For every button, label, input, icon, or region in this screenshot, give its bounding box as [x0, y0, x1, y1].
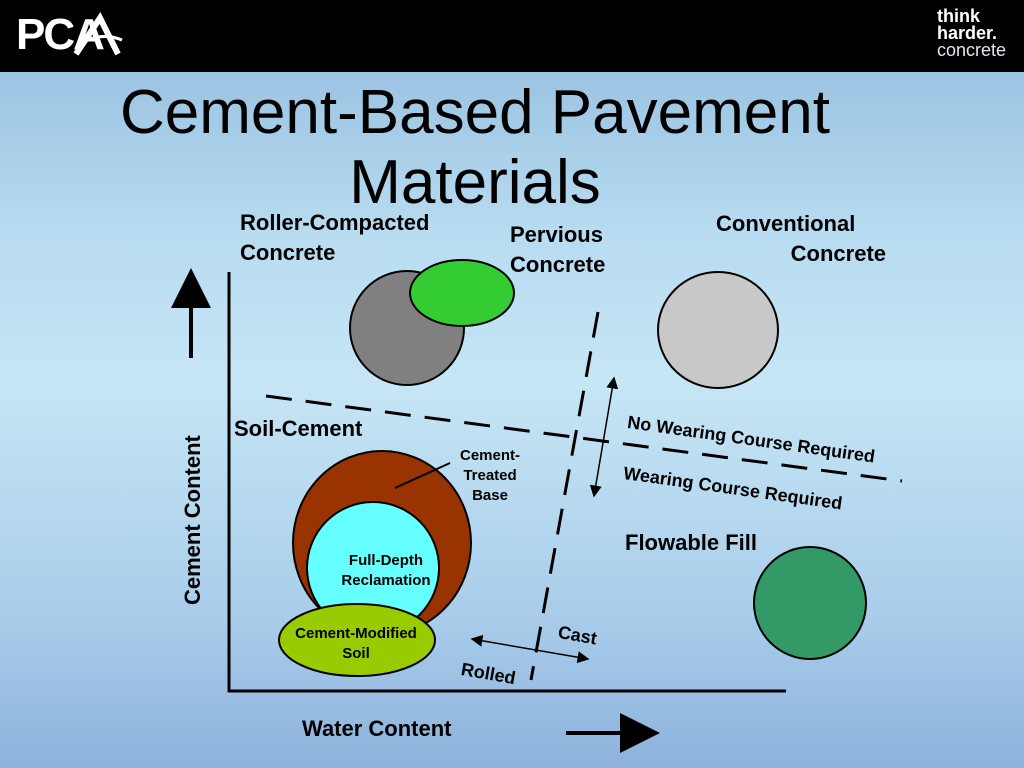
- logo-line-2: harder.: [936, 23, 997, 43]
- ctb-pointer: [394, 462, 451, 489]
- ctb-label-line-1: Cement-: [459, 447, 520, 464]
- y-axis-label: Cement Content: [180, 435, 205, 605]
- cast-rolled-arrow: [470, 634, 590, 664]
- logo-line-3: concrete: [936, 40, 1006, 60]
- rcc-label-line-1: Roller-Compacted: [240, 210, 430, 235]
- fdr-label-line-1: Full-Depth: [348, 552, 424, 569]
- slide-title: Cement-Based Pavement Materials: [60, 78, 890, 218]
- ctb-label-line-2: Treated: [463, 467, 517, 484]
- conventional-circle: [657, 271, 779, 389]
- cast-rolled-divider: [529, 311, 600, 681]
- logo-line-1: think: [936, 6, 980, 26]
- rcc-label: Roller-Compacted Concrete: [240, 208, 429, 268]
- cms-ellipse: [278, 603, 436, 677]
- pervious-label: Pervious Concrete: [510, 220, 605, 280]
- pervious-ellipse: [409, 259, 515, 327]
- pervious-label-line-2: Concrete: [510, 252, 606, 277]
- title-line-2: Materials: [349, 148, 601, 217]
- ctb-label: Cement- Treated Base: [448, 446, 532, 506]
- pervious-label-line-1: Pervious: [510, 222, 603, 247]
- think-harder-logo: think harder. concrete: [936, 6, 1006, 60]
- conventional-label-line-1: Conventional: [716, 211, 856, 236]
- flowable-fill-label: Flowable Fill: [625, 530, 758, 555]
- title-line-1: Cement-Based Pavement: [120, 78, 830, 147]
- fdr-label-line-2: Reclamation: [341, 572, 431, 589]
- soil-cement-label: Soil-Cement: [234, 416, 363, 441]
- cms-label-line-2: Soil: [342, 645, 370, 662]
- pca-logo-icon: [73, 12, 123, 56]
- fdr-label: Full-Depth Reclamation: [323, 551, 449, 591]
- x-axis-label: Water Content: [302, 716, 452, 741]
- cms-label: Cement-Modified Soil: [281, 624, 431, 664]
- header-bar: PCA think harder. concrete: [0, 0, 1024, 72]
- wearing-divider: [265, 394, 903, 483]
- conventional-label-line-2: Concrete: [790, 241, 886, 266]
- ctb-label-line-3: Base: [472, 487, 508, 504]
- wearing-arrow: [589, 376, 619, 498]
- pca-logo-text: PCA: [16, 10, 105, 59]
- cms-label-line-1: Cement-Modified: [295, 625, 417, 642]
- flowable-circle: [753, 546, 867, 660]
- conventional-label: Conventional Concrete: [716, 209, 886, 269]
- rcc-label-line-2: Concrete: [240, 240, 336, 265]
